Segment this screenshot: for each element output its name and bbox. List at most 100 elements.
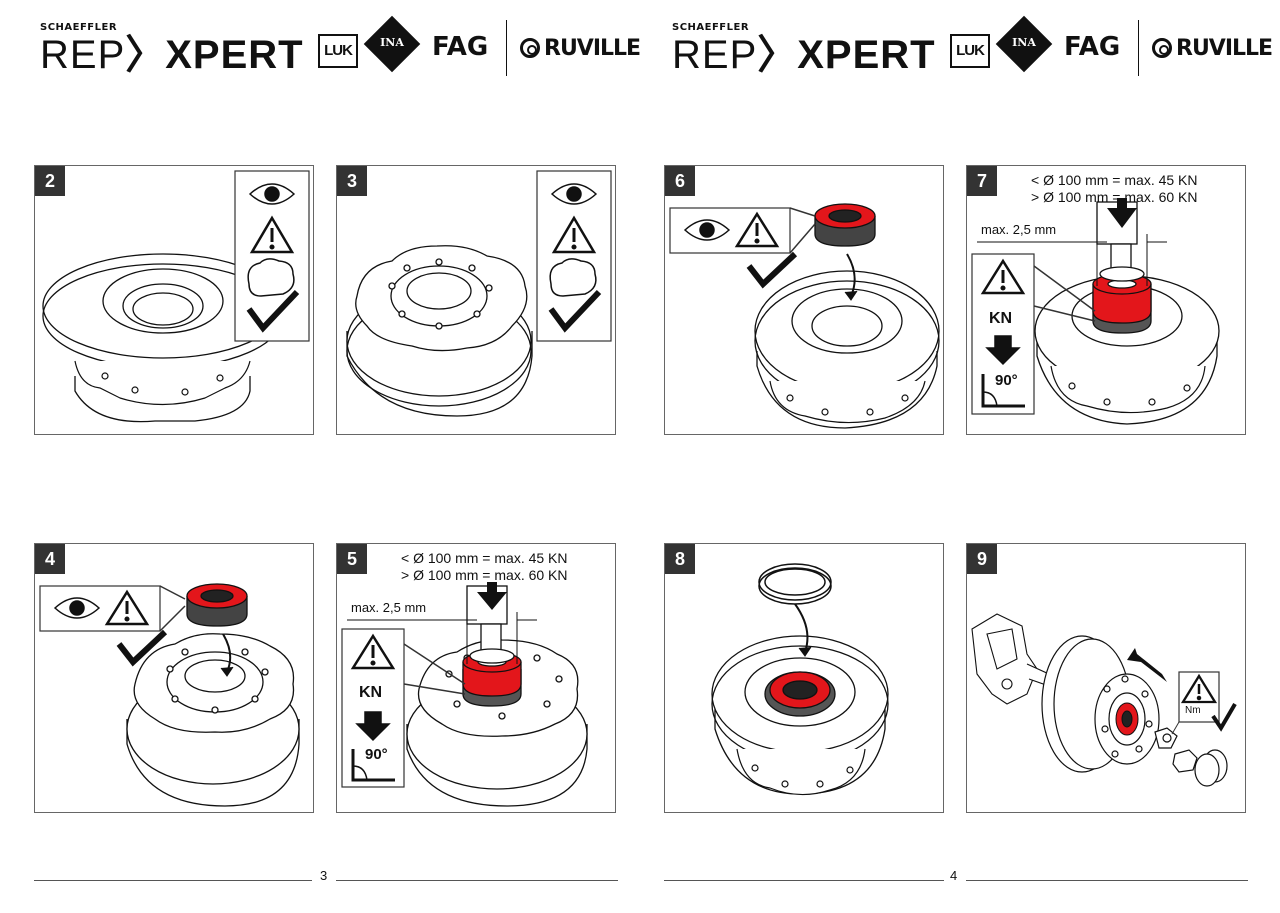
right-angle-icon xyxy=(351,749,395,782)
step-7-callout xyxy=(971,253,1096,415)
press-arrow-icon xyxy=(355,711,391,742)
eye-icon xyxy=(53,597,101,619)
eye-icon xyxy=(550,183,598,205)
step-7-illustration xyxy=(971,198,1220,425)
eye-icon xyxy=(683,219,731,241)
step-9-callout xyxy=(1171,671,1237,735)
step-8-panel: 8 xyxy=(664,543,944,813)
step-2-panel: 2 xyxy=(34,165,314,435)
page-number: 3 xyxy=(320,868,328,883)
logo-separator xyxy=(506,20,507,76)
warning-icon xyxy=(104,589,150,626)
angle-label: 90° xyxy=(365,746,388,763)
angle-label: 90° xyxy=(995,372,1018,389)
step-number: 7 xyxy=(967,166,997,196)
ina-logo-text: INA xyxy=(1012,36,1036,49)
warning-icon xyxy=(350,633,396,670)
step-number: 4 xyxy=(35,544,65,574)
step-number: 3 xyxy=(337,166,367,196)
eye-icon xyxy=(248,183,296,205)
step-3-icon-column xyxy=(536,170,612,342)
gap-label: max. 2,5 mm xyxy=(351,600,427,615)
schaeffler-wordmark: SCHAEFFLER xyxy=(40,22,118,33)
footer-rule-right xyxy=(336,880,618,881)
schaeffler-wordmark: SCHAEFFLER xyxy=(672,22,750,33)
page-right: SCHAEFFLER REP〉XPERT LUK INA FAG RUVILLE… xyxy=(632,0,1273,913)
hub-flange xyxy=(1050,365,1206,414)
bearing xyxy=(1092,273,1152,334)
hub-flange xyxy=(355,245,528,352)
hub-bearing-center xyxy=(1115,702,1139,736)
repxpert-logo: REP〉XPERT xyxy=(40,33,304,77)
force-unit: KN xyxy=(989,310,1013,327)
step-2-icon-column xyxy=(234,170,310,342)
checkmark-icon xyxy=(246,289,300,333)
ruville-icon xyxy=(1152,38,1172,58)
luk-logo: LUK xyxy=(318,34,358,68)
step-7-panel: 7 < Ø 100 mm = max. 45 KN > Ø 100 mm = m… xyxy=(966,165,1246,435)
force-limit-large: > Ø 100 mm = max. 60 KN xyxy=(401,567,568,583)
hub-flange xyxy=(133,633,295,733)
step-9-panel: 9 xyxy=(966,543,1246,813)
repxpert-logo: REP〉XPERT xyxy=(672,33,936,77)
ruville-logo: RUVILLE xyxy=(544,36,641,61)
mount-direction-arrow xyxy=(1127,648,1167,682)
clean-hands-icon xyxy=(549,258,597,297)
step-9-illustration xyxy=(971,613,1237,787)
page-left: SCHAEFFLER REP〉XPERT LUK INA FAG RUVILLE… xyxy=(34,15,641,883)
force-limit-small: < Ø 100 mm = max. 45 KN xyxy=(1031,172,1198,188)
step-4-illustration xyxy=(39,583,300,807)
checkmark-icon xyxy=(116,629,168,667)
footer-rule-left xyxy=(34,880,312,881)
brand-logos: LUK INA FAG RUVILLE xyxy=(948,15,1273,76)
hub-flange xyxy=(736,748,866,796)
torque-label: Nm xyxy=(1185,705,1201,716)
right-angle-icon xyxy=(981,374,1025,408)
warning-icon xyxy=(249,215,295,254)
retaining-ring xyxy=(758,563,832,605)
step-3-illustration xyxy=(346,170,612,417)
gap-dimension xyxy=(347,612,537,664)
luk-logo: LUK xyxy=(950,34,990,68)
brand-logos: LUK INA FAG RUVILLE xyxy=(316,15,641,76)
step-6-panel: 6 xyxy=(664,165,944,435)
step-number: 2 xyxy=(35,166,65,196)
step-2-illustration xyxy=(42,170,310,423)
bearing xyxy=(186,583,248,627)
step-8-illustration xyxy=(711,563,889,796)
logo-separator xyxy=(1138,20,1139,76)
repxpert-brand: SCHAEFFLER REP〉XPERT xyxy=(40,22,304,75)
step-6-callout xyxy=(669,207,816,289)
footer-rule-right xyxy=(966,880,1248,881)
step-5-callout xyxy=(341,628,466,788)
warning-icon xyxy=(1180,673,1218,704)
bearing xyxy=(814,203,876,247)
footer-rule-left xyxy=(664,880,944,881)
force-limit-small: < Ø 100 mm = max. 45 KN xyxy=(401,550,568,566)
step-number: 6 xyxy=(665,166,695,196)
hub-disc-assembly xyxy=(1041,635,1160,773)
ina-logo-text: INA xyxy=(380,36,404,49)
step-5-illustration xyxy=(341,582,588,807)
checkmark-icon xyxy=(746,251,798,289)
step-4-callout xyxy=(39,585,186,667)
repxpert-brand: SCHAEFFLER REP〉XPERT xyxy=(672,22,936,75)
fag-logo: FAG xyxy=(1064,32,1121,62)
press-arrow-icon xyxy=(985,335,1021,366)
checkmark-icon xyxy=(548,289,602,333)
clean-hands-icon xyxy=(247,258,295,297)
gap-dimension xyxy=(977,234,1167,286)
fag-logo: FAG xyxy=(432,32,489,62)
step-4-panel: 4 xyxy=(34,543,314,813)
axle-parts xyxy=(1154,727,1228,787)
checkmark-icon xyxy=(1211,702,1237,732)
hub-flange xyxy=(769,380,926,424)
installed-bearing xyxy=(764,671,836,717)
step-number: 8 xyxy=(665,544,695,574)
page-number: 4 xyxy=(950,868,958,883)
step-5-panel: 5 < Ø 100 mm = max. 45 KN > Ø 100 mm = m… xyxy=(336,543,616,813)
ruville-logo: RUVILLE xyxy=(1176,36,1273,61)
press-arrow-icon xyxy=(1107,198,1137,228)
step-6-illustration xyxy=(669,203,940,429)
press-arrow-icon xyxy=(477,582,507,610)
